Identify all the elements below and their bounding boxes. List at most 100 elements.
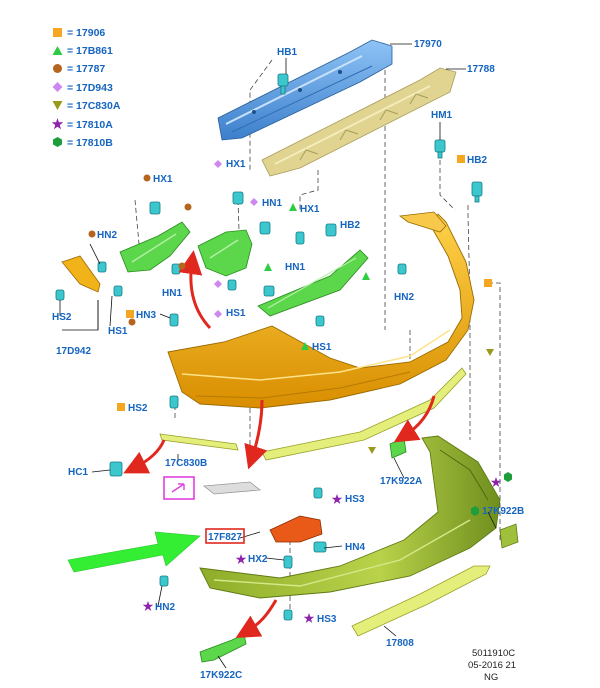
clip-icon <box>97 261 107 273</box>
label-hs1: HS1 <box>108 326 128 337</box>
callout-arrow-icon <box>244 399 268 470</box>
diamond-icon <box>52 82 63 92</box>
bracket-17k922c <box>199 633 247 663</box>
drawing-reference: 5011910C 05-2016 21 NG <box>468 648 516 683</box>
clip-icon <box>159 575 169 587</box>
hexagon-icon <box>53 137 62 147</box>
clip-icon <box>313 487 323 499</box>
label-hb2: HB2 <box>467 155 487 166</box>
label-17k922b: 17K922B <box>482 506 524 517</box>
legend-text: = 17906 <box>67 27 105 39</box>
drawing-number: 5011910C <box>472 648 515 659</box>
label-hb1: HB1 <box>277 47 297 58</box>
clip-icon <box>471 181 483 203</box>
legend-item-17c830a: = 17C830A <box>52 100 121 112</box>
callout-arrow-icon <box>123 439 166 474</box>
trim-strip-17808 <box>351 565 491 637</box>
side-bracket-17d942 <box>61 255 101 293</box>
label-hs1: HS1 <box>226 308 246 319</box>
legend-item-17810b: = 17810B <box>53 137 113 149</box>
callout-arrows <box>123 250 436 638</box>
clip-icon <box>259 221 271 235</box>
label-hb2: HB2 <box>340 220 360 231</box>
clip-icon <box>227 279 237 291</box>
clip-icon <box>169 395 179 409</box>
legend-text: = 17810B <box>67 137 113 149</box>
label-hx1: HX1 <box>226 159 246 170</box>
callout-arrow-icon <box>178 250 212 330</box>
legend: = 17906 = 17B861 = 17787 = 17D943 = 17C8… <box>51 27 121 149</box>
label-hn2: HN2 <box>394 292 414 303</box>
clip-icon <box>277 73 289 95</box>
sensor-17f827 <box>269 515 323 543</box>
label-hc1: HC1 <box>68 467 88 478</box>
label-17k922c: 17K922C <box>200 670 242 681</box>
clip-icon <box>55 289 65 301</box>
label-hs3: HS3 <box>345 494 365 505</box>
legend-text: = 17D943 <box>67 82 113 94</box>
clip-icon <box>149 201 161 215</box>
clip-icon <box>232 191 244 205</box>
legend-item-17810a: = 17810A <box>51 118 113 131</box>
label-hx1: HX1 <box>153 174 173 185</box>
clip-icon <box>397 263 407 275</box>
legend-item-17787: = 17787 <box>53 63 105 75</box>
lower-valance <box>199 435 501 599</box>
drawing-date: 05-2016 21 <box>468 660 516 671</box>
pointer-arrow-icon <box>67 531 201 573</box>
triangle-icon <box>52 46 63 55</box>
bracket-17k922b <box>499 523 519 549</box>
clip-icon <box>283 555 293 569</box>
label-17k922a: 17K922A <box>380 476 422 487</box>
label-hm1: HM1 <box>431 110 453 121</box>
label-hn1: HN1 <box>162 288 182 299</box>
triangle-down-icon <box>52 101 63 110</box>
clip-icon <box>313 541 327 553</box>
bumper-cover <box>167 211 475 409</box>
label-hx2: HX2 <box>248 554 268 565</box>
label-hn2: HN2 <box>97 230 117 241</box>
legend-text: = 17B861 <box>67 45 113 57</box>
trim-strip-17c830b <box>159 433 239 451</box>
clip-icon <box>109 461 123 477</box>
label-17d942: 17D942 <box>56 346 91 357</box>
label-hn2: HN2 <box>155 602 175 613</box>
left-side-bracket <box>119 221 191 273</box>
center-bracket <box>257 249 369 317</box>
legend-item-17d943: = 17D943 <box>52 82 113 94</box>
legend-text: = 17787 <box>67 63 105 75</box>
clip-icon <box>325 223 337 237</box>
legend-text: = 17C830A <box>67 100 121 112</box>
label-17808: 17808 <box>386 638 414 649</box>
left-corner-bracket <box>197 229 253 277</box>
label-hn1: HN1 <box>285 262 305 273</box>
square-icon <box>53 28 62 37</box>
clip-icon <box>295 231 305 245</box>
clip-icon <box>315 315 325 327</box>
clip-icon <box>263 285 275 297</box>
label-hn3: HN3 <box>136 310 156 321</box>
label-hn1: HN1 <box>262 198 282 209</box>
circle-icon <box>53 64 62 73</box>
label-17970: 17970 <box>414 39 442 50</box>
legend-text: = 17810A <box>67 119 113 131</box>
callout-arrow-icon <box>235 599 278 638</box>
bumper-reinforcement-17970 <box>217 39 393 141</box>
star-icon <box>51 118 64 130</box>
label-hs3: HS3 <box>317 614 337 625</box>
part-labels: 17970 17788 HB1 HM1 HB2 HX1 HX1 HN1 HX1 … <box>52 39 524 681</box>
trim-strip-17c830a <box>261 367 467 461</box>
bracket-17k922a <box>389 437 407 459</box>
drawing-code: NG <box>484 672 498 683</box>
highlight-box-17f827 <box>205 528 245 544</box>
label-hs2: HS2 <box>52 312 72 323</box>
callout-arrow-icon <box>393 395 436 443</box>
clip-icon <box>283 609 293 621</box>
reflector-panel <box>202 481 262 495</box>
label-17c830b: 17C830B <box>165 458 207 469</box>
label-hs1: HS1 <box>312 342 332 353</box>
label-markers <box>88 155 512 623</box>
clip-icon <box>434 139 446 159</box>
energy-absorber-17788 <box>261 67 457 177</box>
clip-icon <box>169 313 179 327</box>
